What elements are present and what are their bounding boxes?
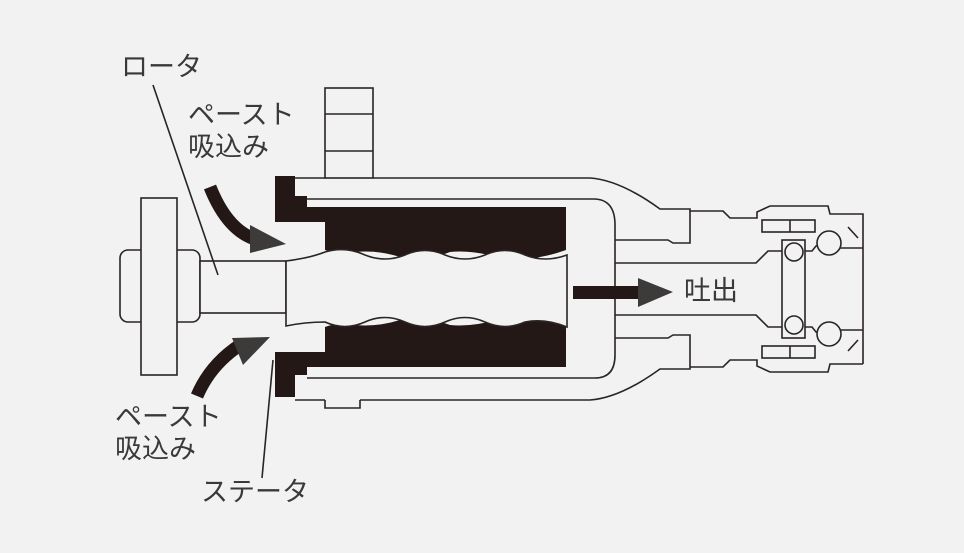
inlet-port [324, 87, 374, 179]
rotor-label: ロータ [121, 52, 202, 83]
bearing-ball [816, 321, 842, 347]
discharge-arrow [573, 278, 673, 307]
shaft [199, 260, 287, 314]
suction-arrow-bottom [191, 337, 270, 399]
suction-arrow-top [203, 184, 286, 253]
bearing-ball [816, 230, 842, 256]
discharge-label: 吐出 [684, 276, 738, 307]
stator-top [275, 176, 566, 260]
stator-bottom [275, 317, 566, 397]
casing-top [295, 87, 864, 379]
coupling-pin [784, 242, 804, 262]
flange [140, 197, 178, 376]
stator-leader-line [261, 359, 274, 479]
coupling-pin [784, 315, 804, 335]
rotor [285, 248, 568, 329]
stator-label: ステータ [201, 477, 309, 508]
suction-label-top: ペースト 吸込み [188, 100, 295, 163]
suction-label-bottom: ペースト 吸込み [115, 402, 222, 465]
coupling [781, 239, 806, 339]
rotor-leader-line [152, 84, 219, 276]
casing-bottom [295, 314, 863, 409]
